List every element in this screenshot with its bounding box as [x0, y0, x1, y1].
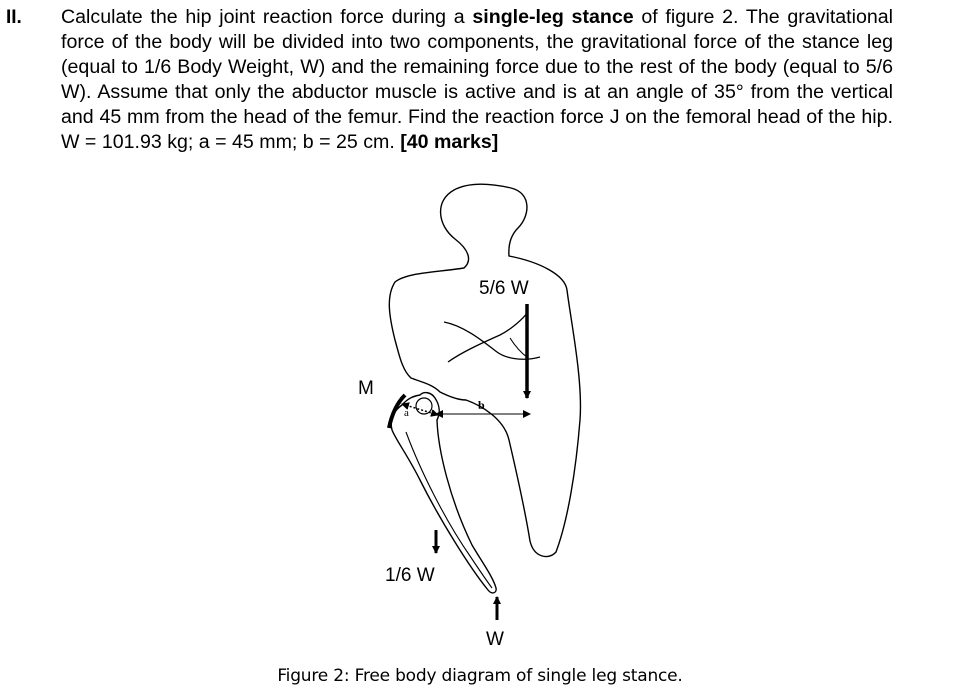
- figure-caption: Figure 2: Free body diagram of single le…: [277, 666, 683, 686]
- question-text: Calculate the hip joint reaction force d…: [61, 5, 893, 155]
- question-marks: [40 marks]: [400, 131, 499, 153]
- label-upper-body-force: 5/6 W: [479, 278, 529, 299]
- label-a: a: [404, 407, 409, 419]
- label-leg-force: 1/6 W: [385, 565, 435, 586]
- arm-line-1: [443, 321, 541, 360]
- femoral-head: [415, 397, 433, 415]
- label-muscle: M: [358, 378, 374, 399]
- abductor-muscle: [387, 393, 407, 429]
- label-b: b: [478, 398, 485, 412]
- label-ground-force: W: [486, 629, 504, 650]
- question-text-intro: Calculate the hip joint reaction force d…: [61, 6, 473, 28]
- body-outline: [388, 183, 582, 558]
- question-bold-phrase: single-leg stance: [472, 6, 634, 28]
- question-number: II.: [6, 7, 22, 28]
- femur-outline: [390, 391, 497, 594]
- question-text-body: of figure 2. The gravitational force of …: [61, 6, 893, 153]
- femur-inner-line: [405, 431, 493, 589]
- arm-line-2: [447, 311, 529, 363]
